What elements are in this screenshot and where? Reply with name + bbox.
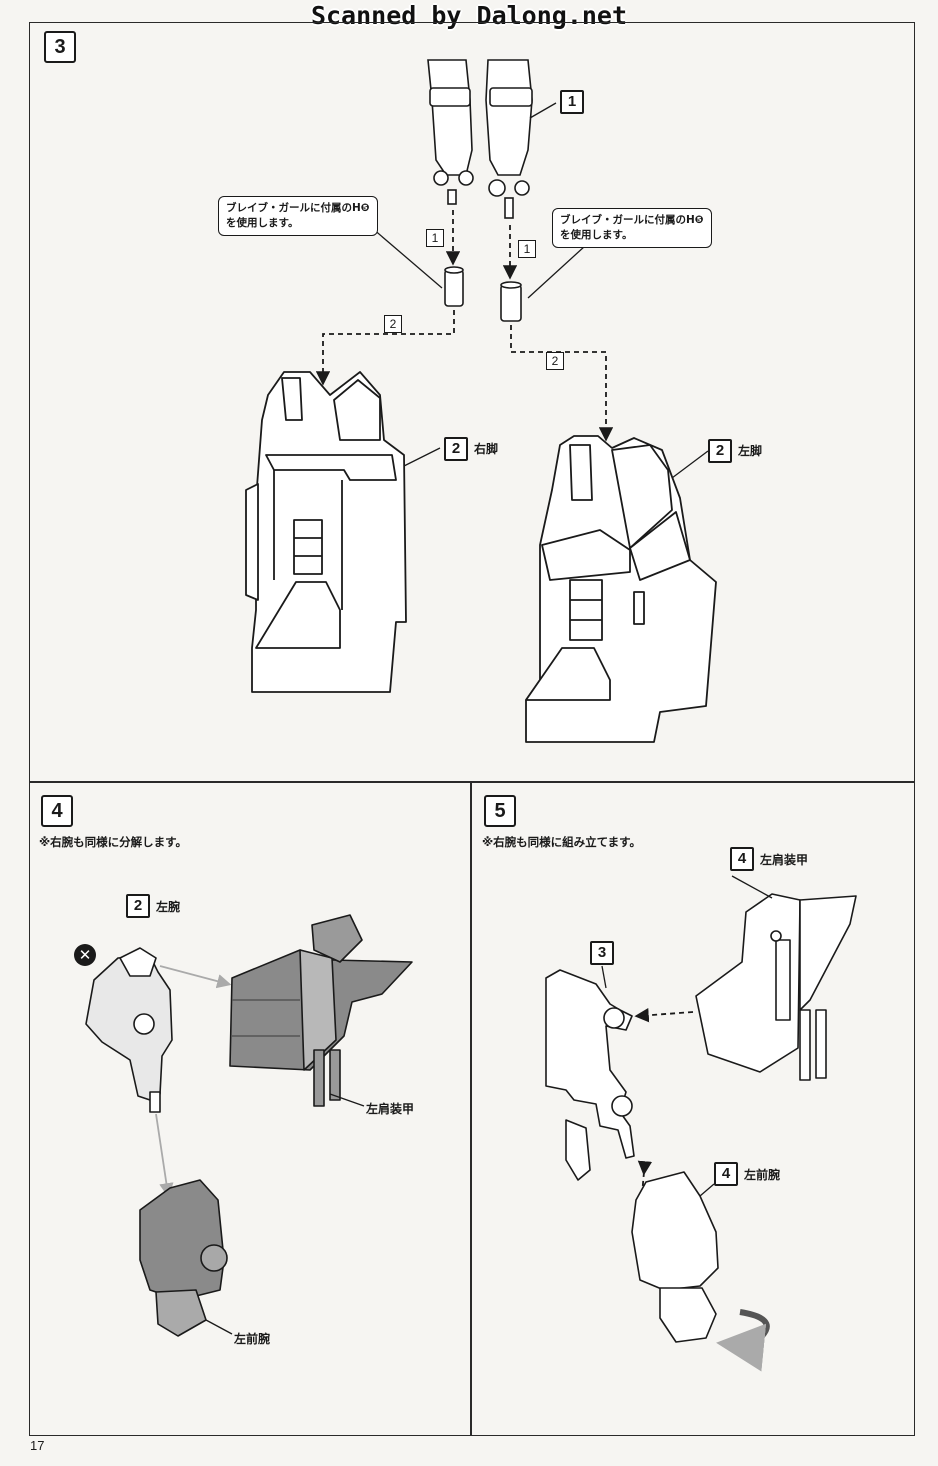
left-shoulder-armor-part-5 — [695, 893, 857, 1081]
h5-usage-callout-right: ブレイブ・ガールに付属のH❺ を使用します。 — [552, 208, 712, 248]
step-3-panel — [29, 22, 915, 782]
arrow-step-2-left: 2 — [384, 315, 402, 333]
callout-left-line-2: を使用します。 — [226, 217, 299, 229]
step-3-number: 3 — [44, 31, 76, 63]
body-part-number-step-5: 3 — [590, 941, 614, 965]
left-shoulder-armor-label-step-4: 左肩装甲 — [366, 1102, 415, 1116]
left-leg-part — [525, 435, 717, 743]
left-arm-part-number: 2 — [126, 894, 150, 918]
h5-pegs — [444, 266, 522, 322]
left-arm-part — [85, 947, 173, 1113]
arrow-step-2-right: 2 — [546, 352, 564, 370]
step-4-number: 4 — [41, 795, 73, 827]
right-leg-part — [245, 371, 407, 693]
h5-usage-callout-left: ブレイブ・ガールに付属のH❺ を使用します。 — [218, 196, 378, 236]
right-leg-label: 右脚 — [474, 442, 499, 456]
left-forearm-label-step-5: 左前腕 — [744, 1168, 781, 1182]
rotate-arrow-shape — [716, 1309, 770, 1372]
step-4-panel — [29, 782, 472, 1436]
left-shoulder-armor-part-4 — [229, 914, 413, 1107]
arrow-step-1-right: 1 — [518, 240, 536, 258]
callout-right-line-2: を使用します。 — [560, 229, 633, 241]
watermark-text: Scanned by Dalong.net — [310, 1, 628, 30]
callout-right-line-1: ブレイブ・ガールに付属のH❺ — [560, 214, 704, 226]
left-shoulder-armor-part-number-step-5: 4 — [730, 847, 754, 871]
step-5-note: ※右腕も同様に組み立てます。 — [482, 835, 641, 849]
rotate-arrow-icon — [728, 1306, 772, 1350]
left-forearm-part-4 — [139, 1179, 228, 1337]
arrow-step-1-left: 1 — [426, 229, 444, 247]
left-leg-label: 左脚 — [738, 444, 763, 458]
right-leg-part-number: 2 — [444, 437, 468, 461]
step-5-panel — [470, 782, 915, 1436]
left-shoulder-armor-label-step-5: 左肩装甲 — [760, 853, 809, 867]
left-forearm-part-number-step-5: 4 — [714, 1162, 738, 1186]
callout-left-line-1: ブレイブ・ガールに付属のH❺ — [226, 202, 370, 214]
left-leg-part-number: 2 — [708, 439, 732, 463]
page-number: 17 — [30, 1438, 45, 1453]
left-arm-label: 左腕 — [156, 900, 181, 914]
upper-legs-part — [427, 59, 533, 219]
step-5-number: 5 — [484, 795, 516, 827]
body-part-3 — [545, 969, 635, 1181]
upper-leg-part-number: 1 — [560, 90, 584, 114]
step-4-note: ※右腕も同様に分解します。 — [39, 835, 188, 849]
left-forearm-label-step-4: 左前腕 — [234, 1332, 271, 1346]
x-circle-icon: ✕ — [74, 944, 96, 966]
left-forearm-part-5 — [631, 1171, 719, 1343]
